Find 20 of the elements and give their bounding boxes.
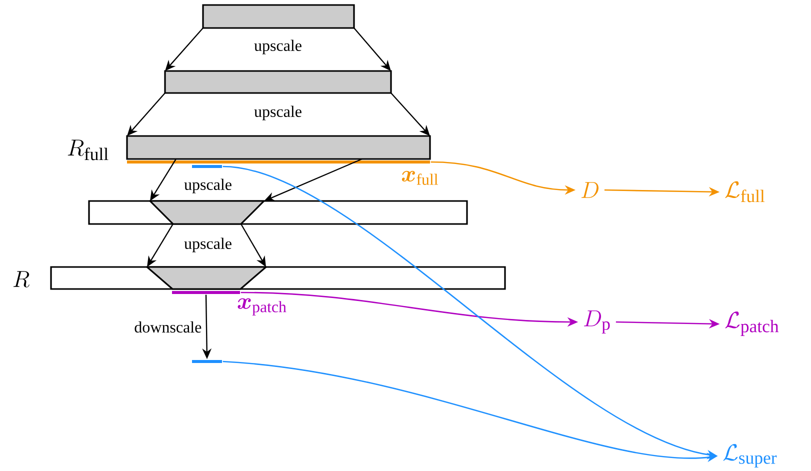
highlight-bar [192,165,222,168]
math-label: $D_{\mathrm{p}}$ [584,310,610,334]
process-label: upscale [254,106,302,120]
math-label: $\mathcal{L}_{\mathrm{full}}$ [725,181,765,202]
block-box [164,70,392,94]
math-label: $R_{\mathrm{full}}$ [68,140,108,160]
math-label: $\mathcal{L}_{\mathrm{super}}$ [723,444,777,468]
process-label: upscale [184,178,232,194]
math-label: $\bm{x}_{\mathrm{full}}$ [402,170,438,185]
math-label: $R$ [13,271,30,288]
math-label: $D$ [581,182,598,198]
highlight-bar [192,360,222,363]
process-label: upscale [184,238,232,252]
process-label: upscale [254,40,302,54]
math-label: $\bm{x}_{\mathrm{patch}}$ [238,298,286,316]
math-label: $\mathcal{L}_{\mathrm{patch}}$ [725,312,779,336]
trapezoid-box [149,200,265,225]
block-box [202,4,355,29]
edge-label: downscale [132,320,204,334]
trapezoid-box [146,266,267,290]
